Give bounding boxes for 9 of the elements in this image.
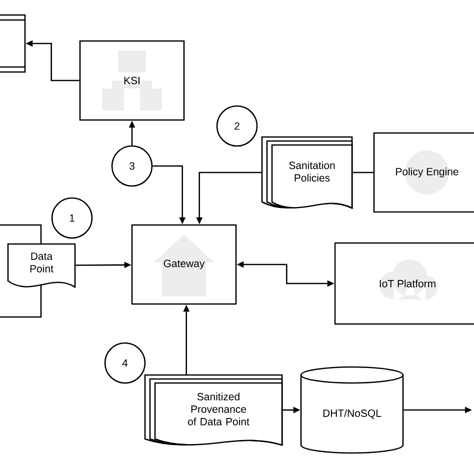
process-box: Policy Engine: [373, 132, 474, 213]
document-stack: Sanitized Provenance of Data Point: [144, 374, 283, 446]
process-box: IoT Platform: [334, 242, 474, 325]
process-box: Gateway: [131, 224, 237, 305]
connector-line: [352, 172, 374, 174]
database-cylinder: DHT/NoSQL: [300, 366, 404, 454]
process-box: KSI: [79, 40, 185, 121]
document-stack: Sanitation Policies: [261, 136, 353, 209]
box: [0, 14, 26, 73]
